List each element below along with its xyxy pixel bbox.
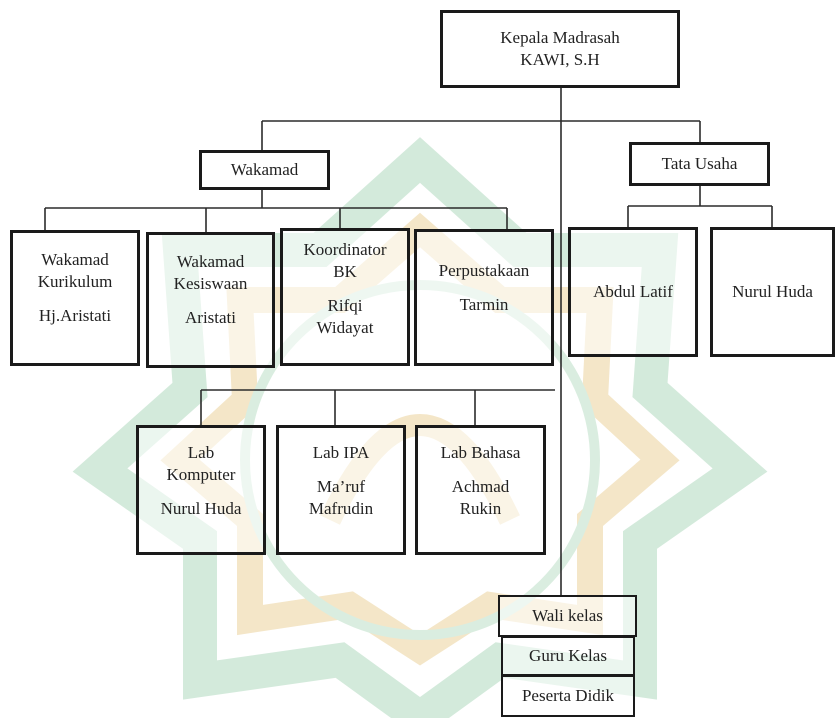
guru-kelas-box: Guru Kelas bbox=[501, 636, 635, 676]
unit-box-kesiswaan: Wakamad Kesiswaan Aristati bbox=[146, 232, 275, 368]
unit-name2: Widayat bbox=[316, 318, 374, 337]
unit-line1: Perpustakaan bbox=[438, 261, 530, 280]
lab-line1: Lab IPA bbox=[312, 443, 370, 462]
lab-name1: Achmad bbox=[451, 477, 510, 496]
tata-usaha-title: Tata Usaha bbox=[661, 154, 738, 173]
lab-name2: Mafrudin bbox=[308, 499, 374, 518]
guru-kelas-label: Guru Kelas bbox=[529, 646, 607, 665]
lab-line1: Lab Bahasa bbox=[440, 443, 521, 462]
lab-box-ipa: Lab IPA Ma’ruf Mafrudin bbox=[276, 425, 406, 555]
tata-usaha-box: Tata Usaha bbox=[629, 142, 770, 186]
staff-box-1: Abdul Latif bbox=[568, 227, 698, 357]
peserta-didik-label: Peserta Didik bbox=[521, 686, 615, 705]
lab-name1: Ma’ruf bbox=[316, 477, 366, 496]
head-name: KAWI, S.H bbox=[520, 50, 600, 69]
staff-name: Abdul Latif bbox=[593, 282, 673, 301]
lab-name2: Rukin bbox=[459, 499, 502, 518]
unit-box-kurikulum: Wakamad Kurikulum Hj.Aristati bbox=[10, 230, 140, 366]
staff-box-2: Nurul Huda bbox=[710, 227, 835, 357]
lab-box-komputer: Lab Komputer Nurul Huda bbox=[136, 425, 266, 555]
lab-box-bahasa: Lab Bahasa Achmad Rukin bbox=[415, 425, 546, 555]
unit-line2: Kurikulum bbox=[37, 272, 113, 291]
unit-line1: Koordinator bbox=[303, 240, 387, 259]
unit-line1: Wakamad bbox=[176, 252, 245, 271]
unit-name: Hj.Aristati bbox=[38, 306, 112, 325]
unit-name: Aristati bbox=[185, 308, 236, 327]
wakamad-box: Wakamad bbox=[199, 150, 330, 190]
lab-name: Nurul Huda bbox=[160, 499, 242, 518]
head-title: Kepala Madrasah bbox=[500, 28, 620, 47]
unit-line2: BK bbox=[333, 262, 357, 281]
lab-line2: Komputer bbox=[166, 465, 236, 484]
staff-name: Nurul Huda bbox=[732, 282, 813, 301]
wali-kelas-label: Wali kelas bbox=[532, 606, 603, 625]
unit-box-perpustakaan: Perpustakaan Tarmin bbox=[414, 229, 554, 366]
unit-line2: Kesiswaan bbox=[173, 274, 248, 293]
peserta-didik-box: Peserta Didik bbox=[501, 675, 635, 717]
lab-line1: Lab bbox=[187, 443, 215, 462]
unit-name1: Rifqi bbox=[327, 296, 363, 315]
head-box: Kepala Madrasah KAWI, S.H bbox=[440, 10, 680, 88]
unit-name: Tarmin bbox=[459, 295, 509, 314]
unit-line1: Wakamad bbox=[41, 250, 109, 269]
unit-box-bk: Koordinator BK Rifqi Widayat bbox=[280, 228, 410, 366]
wakamad-title: Wakamad bbox=[230, 160, 299, 179]
wali-kelas-box: Wali kelas bbox=[498, 595, 637, 637]
